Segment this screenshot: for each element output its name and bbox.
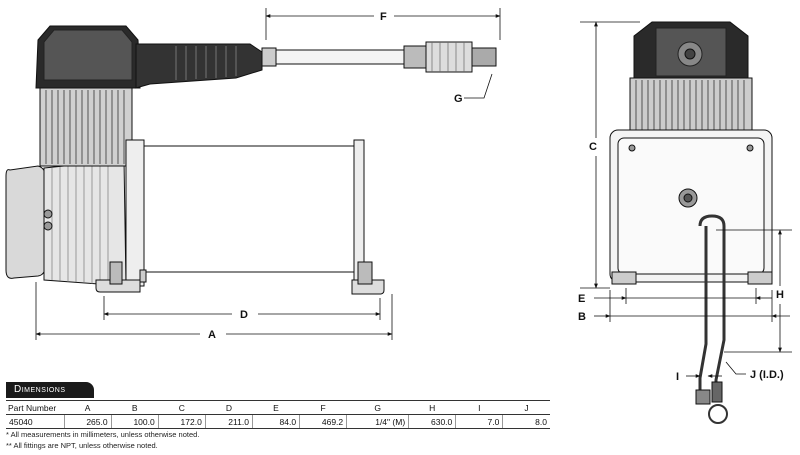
note-fittings: ** All fittings are NPT, unless otherwis… — [6, 441, 158, 450]
label-D: D — [240, 309, 248, 321]
cell-i: 7.0 — [455, 414, 504, 429]
cell-part-number: 45040 — [6, 414, 65, 429]
foot-left — [95, 279, 141, 293]
table-header-row: Part Number A B C D E F G H I J — [6, 400, 550, 415]
label-E: E — [578, 293, 585, 305]
col-f: F — [299, 400, 347, 415]
label-F: F — [380, 11, 387, 23]
cell-f: 469.2 — [299, 414, 348, 429]
col-e: E — [252, 400, 300, 415]
cell-g: 1/4" (M) — [346, 414, 410, 429]
hose-fitting — [403, 45, 427, 69]
col-i: I — [455, 400, 503, 415]
air-hose — [261, 49, 407, 65]
side-view — [5, 25, 497, 295]
dimension-lines-side — [35, 8, 501, 340]
power-wires — [698, 214, 726, 396]
front-view — [609, 21, 773, 424]
label-J-id: J (I.D.) — [750, 369, 784, 381]
tank-body — [143, 145, 357, 273]
cell-c: 172.0 — [158, 414, 206, 429]
label-A: A — [208, 329, 216, 341]
table-row: 45040 265.0 100.0 172.0 211.0 84.0 469.2… — [6, 414, 550, 429]
dimensions-table: Part Number A B C D E F G H I J 45040 26… — [6, 400, 550, 429]
label-C: C — [589, 141, 597, 153]
label-H: H — [776, 289, 784, 301]
note-measurements: * All measurements in millimeters, unles… — [6, 430, 200, 439]
col-d: D — [205, 400, 253, 415]
mounting-bracket-left — [125, 139, 145, 287]
cell-e: 84.0 — [252, 414, 301, 429]
col-h: H — [408, 400, 456, 415]
cylinder-fins — [39, 87, 133, 167]
col-a: A — [64, 400, 112, 415]
label-B: B — [578, 311, 586, 323]
dimensions-header: Dimensions — [6, 382, 94, 398]
dimension-lines-front — [580, 21, 792, 378]
cell-b: 100.0 — [111, 414, 159, 429]
manifold — [135, 43, 263, 89]
label-G: G — [454, 93, 463, 105]
cell-h: 630.0 — [408, 414, 457, 429]
cell-j: 8.0 — [502, 414, 550, 429]
col-g: G — [346, 400, 409, 415]
end-cap — [5, 165, 47, 279]
col-j: J — [502, 400, 550, 415]
label-I: I — [676, 371, 679, 383]
col-c: C — [158, 400, 206, 415]
col-b: B — [111, 400, 159, 415]
cell-d: 211.0 — [205, 414, 253, 429]
cell-a: 265.0 — [64, 414, 112, 429]
col-part-number: Part Number — [6, 400, 64, 415]
